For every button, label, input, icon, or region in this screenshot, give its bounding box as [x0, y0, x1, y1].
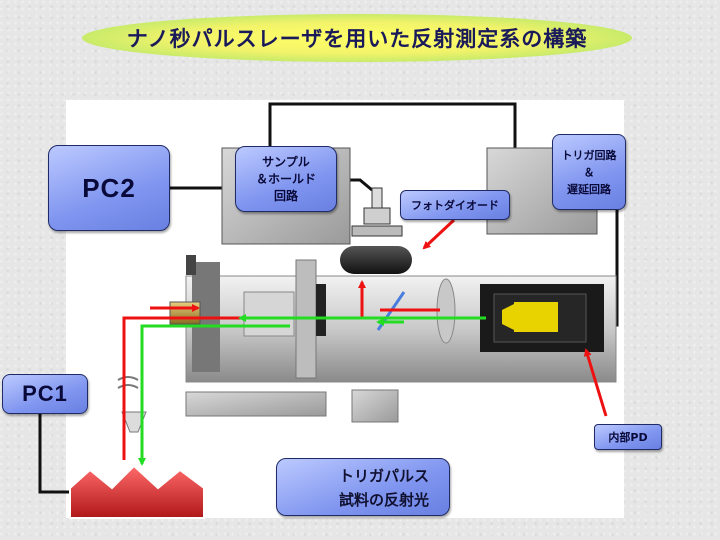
legend-trigger-label: トリガパルス	[339, 466, 430, 485]
trigger-circuit-label: トリガ回路 ＆ 遅延回路	[561, 148, 617, 196]
photodiode-box: フォトダイオード	[400, 190, 510, 220]
title-banner: ナノ秒パルスレーザを用いた反射測定系の構築	[82, 14, 632, 62]
trigger-pulse-beam	[138, 314, 486, 466]
legend-row-trigger: トリガパルス	[277, 463, 429, 487]
photodiode-pointer	[422, 218, 456, 250]
legend-box: トリガパルス 試料の反射光	[276, 458, 450, 516]
pc1-label: PC1	[22, 381, 68, 406]
pc1-box: PC1	[2, 374, 88, 414]
legend-reflect-label: 試料の反射光	[339, 490, 430, 509]
photodiode-label: フォトダイオード	[411, 198, 499, 212]
optical-bench	[185, 255, 617, 423]
internal-pd-label: 内部PD	[608, 430, 648, 444]
internal-pd-box: 内部PD	[594, 424, 662, 450]
sample	[69, 464, 205, 519]
page-title: ナノ秒パルスレーザを用いた反射測定系の構築	[126, 27, 588, 51]
trigger-circuit-box: トリガ回路 ＆ 遅延回路	[552, 134, 626, 210]
pc2-box: PC2	[48, 145, 170, 231]
internal-pd-pointer	[583, 348, 608, 417]
sample-hold-box: サンプル ＆ホールド 回路	[235, 146, 337, 212]
pc2-label: PC2	[82, 172, 136, 203]
legend-row-reflect: 試料の反射光	[277, 487, 429, 511]
photodiode-detector	[340, 187, 412, 274]
sample-hold-label: サンプル ＆ホールド 回路	[255, 154, 316, 203]
